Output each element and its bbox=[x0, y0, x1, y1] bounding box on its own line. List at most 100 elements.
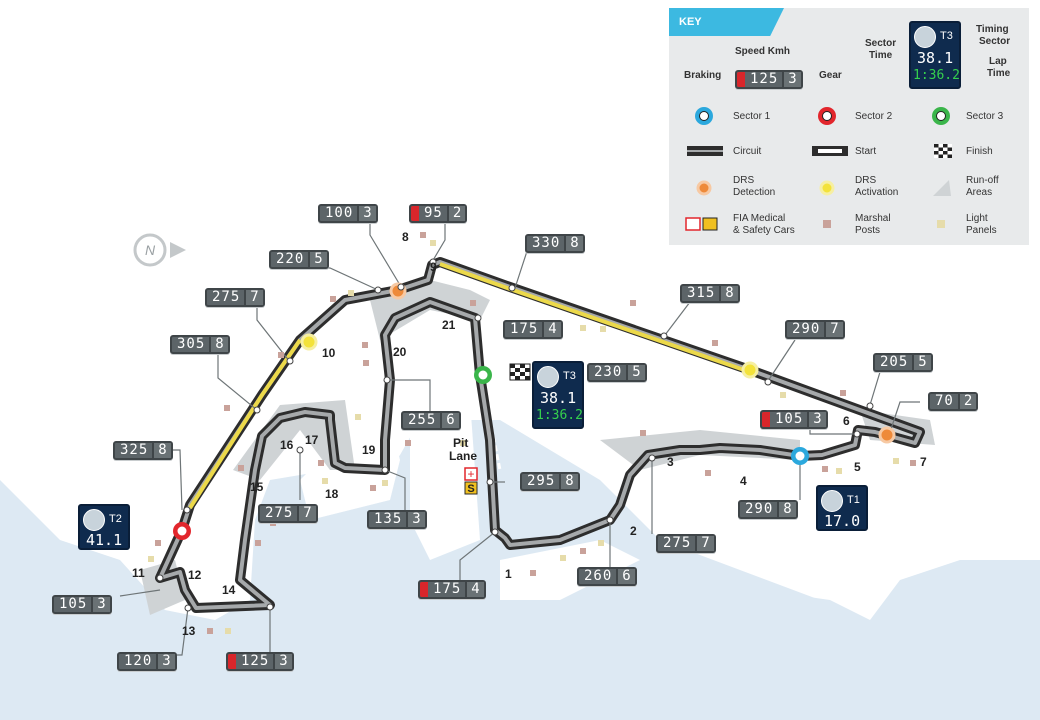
mercedes-star-icon bbox=[821, 490, 843, 512]
light-panel-icon bbox=[937, 220, 945, 228]
light-panels bbox=[148, 240, 899, 634]
turn-17: 17 bbox=[305, 433, 319, 447]
key-light-1: Light bbox=[966, 213, 988, 224]
speed-value: 275 bbox=[265, 505, 294, 521]
lap-time: 1:36.2 bbox=[913, 68, 960, 83]
start-icon bbox=[812, 146, 848, 156]
speed-value: 290 bbox=[792, 321, 821, 337]
speed-value: 255 bbox=[408, 412, 437, 428]
speed-value: 295 bbox=[527, 473, 556, 489]
key-sector1: Sector 1 bbox=[733, 111, 771, 122]
key-sector2: Sector 2 bbox=[855, 111, 893, 122]
braking-indicator bbox=[411, 206, 419, 221]
compass-icon: N bbox=[133, 233, 186, 267]
drs-detection-marker-2 bbox=[878, 426, 896, 444]
turn-21: 21 bbox=[442, 318, 456, 332]
gear-value: 3 bbox=[807, 412, 826, 427]
speed-value: 105 bbox=[775, 411, 804, 427]
pit-lane-label-1: Pit bbox=[453, 436, 468, 450]
turn-18: 18 bbox=[325, 487, 339, 501]
key-sector-time-1: Sector bbox=[865, 38, 897, 49]
gear-value: 4 bbox=[465, 582, 484, 597]
sector-t3-box: T3 38.1 1:36.2 bbox=[532, 361, 584, 429]
drs-activation-marker bbox=[300, 333, 318, 351]
gear-value: 5 bbox=[308, 252, 327, 267]
speed-value: 70 bbox=[935, 393, 954, 409]
gear-value: 3 bbox=[357, 206, 376, 221]
speed-value: 260 bbox=[584, 568, 613, 584]
gear-value: 3 bbox=[406, 512, 425, 527]
gear-value: 8 bbox=[777, 502, 796, 517]
safety-car-icon bbox=[464, 481, 478, 495]
gear-value: 7 bbox=[244, 290, 263, 305]
key-lap-time-2: Time bbox=[987, 68, 1011, 79]
braking-indicator bbox=[228, 654, 236, 669]
turn-15: 15 bbox=[250, 480, 264, 494]
speed-value: 315 bbox=[687, 285, 716, 301]
drs-activation-marker-2 bbox=[741, 361, 759, 379]
speed-value: 100 bbox=[325, 205, 354, 221]
sector-t2-box: T2 41.1 bbox=[78, 504, 130, 550]
gear-value: 8 bbox=[209, 337, 228, 352]
speed-value: 135 bbox=[374, 511, 403, 527]
braking-indicator bbox=[762, 412, 770, 427]
sector-time: 38.1 bbox=[540, 389, 577, 407]
key-fia-1: FIA Medical bbox=[733, 213, 786, 224]
gear-value: 5 bbox=[626, 365, 645, 380]
speed-value: 305 bbox=[177, 336, 206, 352]
turn-10: 10 bbox=[322, 346, 336, 360]
track-dots bbox=[156, 258, 874, 612]
speed-value: 220 bbox=[276, 251, 305, 267]
fia-medical-icon bbox=[685, 217, 718, 231]
sector-label: T1 bbox=[847, 494, 860, 506]
gear-value: 8 bbox=[564, 236, 583, 251]
braking-indicator bbox=[420, 582, 428, 597]
gear-value: 3 bbox=[273, 654, 292, 669]
key-drs-activation-1: DRS bbox=[855, 175, 877, 186]
speed-value: 325 bbox=[120, 442, 149, 458]
medical-car-glyph: + bbox=[467, 467, 474, 481]
gear-value: 3 bbox=[91, 597, 110, 612]
turn-3: 3 bbox=[667, 455, 674, 469]
compass-label: N bbox=[145, 242, 156, 258]
sector-t1-box: T1 17.0 bbox=[816, 485, 868, 531]
speed-value: 330 bbox=[532, 235, 561, 251]
speed-value: 95 bbox=[424, 205, 443, 221]
sector-label: T3 bbox=[563, 370, 576, 382]
speed-value: 175 bbox=[510, 321, 539, 337]
gear-value: 4 bbox=[542, 322, 561, 337]
turn-1: 1 bbox=[505, 567, 512, 581]
pit-lane-label-2: Lane bbox=[449, 449, 477, 463]
key-speed-kmh: Speed Kmh bbox=[735, 46, 791, 57]
sector3-icon bbox=[932, 107, 950, 125]
turn-20: 20 bbox=[393, 345, 407, 359]
finish-flag bbox=[509, 363, 531, 381]
key-braking: Braking bbox=[684, 70, 722, 81]
speed-value: 275 bbox=[212, 289, 241, 305]
turn-2: 2 bbox=[630, 524, 637, 538]
turn-16: 16 bbox=[280, 438, 294, 452]
turn-8: 8 bbox=[402, 230, 409, 244]
mercedes-star-icon bbox=[537, 366, 559, 388]
land-block-3 bbox=[500, 540, 640, 600]
turn-14: 14 bbox=[222, 583, 236, 597]
braking-indicator bbox=[737, 72, 745, 87]
key-title: KEY bbox=[669, 8, 784, 36]
sector-time: 38.1 bbox=[917, 49, 954, 67]
gear-value: 6 bbox=[440, 413, 459, 428]
